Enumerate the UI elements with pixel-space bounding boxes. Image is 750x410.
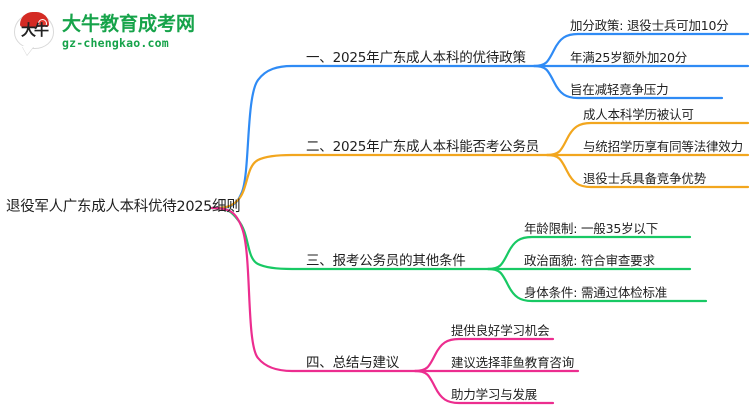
mindmap-branch-node-1[interactable]: 一、2025年广东成人本科的优待政策 xyxy=(306,50,526,66)
logo-mark-char: 大牛 xyxy=(20,21,49,39)
logo-mark-icon: 大牛 xyxy=(12,11,56,55)
branch-4-connectors xyxy=(210,206,580,405)
mindmap-leaf-node-3-2[interactable]: 政治面貌: 符合审查要求 xyxy=(524,253,655,268)
logo-text-block: 大牛教育成考网 gz-chengkao.com xyxy=(62,14,195,52)
mindmap-leaf-node-3-1[interactable]: 年龄限制: 一般35岁以下 xyxy=(524,221,658,236)
mindmap-root-node[interactable]: 退役军人广东成人本科优待2025细则 xyxy=(6,199,241,215)
brand-name: 大牛教育成考网 xyxy=(62,12,196,35)
brand-url: gz-chengkao.com xyxy=(62,35,169,50)
mindmap-leaf-node-4-1[interactable]: 提供良好学习机会 xyxy=(451,323,550,338)
mindmap-branch-node-2[interactable]: 二、2025年广东成人本科能否考公务员 xyxy=(306,139,540,155)
mindmap-leaf-node-2-3[interactable]: 退役士兵具备竞争优势 xyxy=(583,171,707,186)
cap-knot-icon xyxy=(38,19,47,28)
mindmap-leaf-node-4-3[interactable]: 助力学习与发展 xyxy=(451,387,538,402)
mindmap-leaf-node-2-2[interactable]: 与统招学历享有同等法律效力 xyxy=(583,139,743,154)
mindmap-leaf-node-4-2[interactable]: 建议选择菲鱼教育咨询 xyxy=(451,355,575,370)
branch-2-trunk xyxy=(210,153,549,210)
branch-2-connectors xyxy=(210,121,750,210)
speech-bubble-tail-icon xyxy=(22,46,34,55)
mindmap-leaf-node-3-3[interactable]: 身体条件: 需通过体检标准 xyxy=(524,285,668,300)
mindmap-branch-node-4[interactable]: 四、总结与建议 xyxy=(306,355,400,371)
branch-1-trunk xyxy=(210,64,536,210)
mindmap-leaf-node-1-1[interactable]: 加分政策: 退役士兵可加10分 xyxy=(570,18,729,33)
mindmap-leaf-node-2-1[interactable]: 成人本科学历被认可 xyxy=(583,107,694,122)
mindmap-leaf-node-1-2[interactable]: 年满25岁额外加20分 xyxy=(570,50,688,65)
site-logo: 大牛 大牛教育成考网 gz-chengkao.com xyxy=(12,8,202,58)
mindmap-leaf-node-1-3[interactable]: 旨在减轻竞争压力 xyxy=(570,82,669,97)
branch-4-trunk xyxy=(210,206,417,373)
mindmap-branch-node-3[interactable]: 三、报考公务员的其他条件 xyxy=(306,253,466,269)
